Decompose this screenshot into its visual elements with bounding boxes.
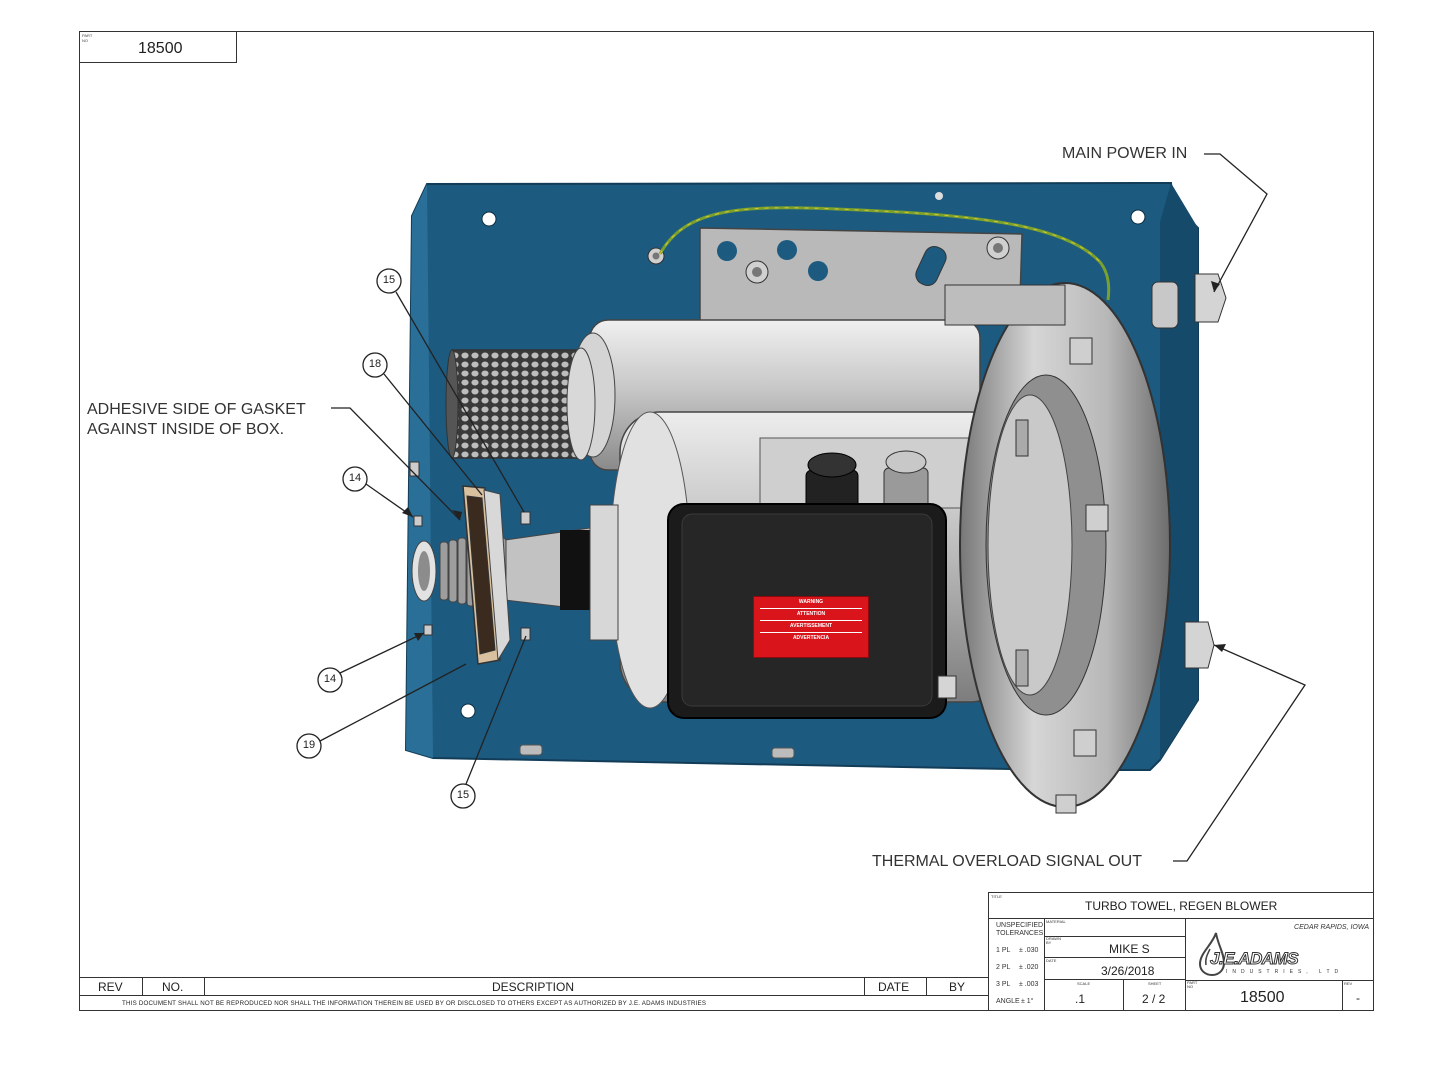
- scale-caption: SCALE: [1077, 981, 1091, 986]
- outlet-fitting: [411, 504, 619, 641]
- rev-col-by: BY: [926, 977, 989, 996]
- tol-angle-label: ANGLE: [996, 998, 1020, 1005]
- company-name: J.E.ADAMS: [1209, 949, 1299, 969]
- warning-line-2: ATTENTION: [796, 611, 826, 617]
- rev-col-date: DATE: [864, 977, 927, 996]
- balloon-15-bottom: 15: [456, 789, 470, 801]
- balloon-19: 19: [302, 739, 316, 751]
- tol-angle-value: ± 1°: [1021, 998, 1034, 1005]
- tol-2pl-value: ± .020: [1019, 964, 1039, 971]
- tol-2pl-label: 2 PL: [996, 964, 1011, 971]
- date-value: 3/26/2018: [1101, 964, 1155, 978]
- rev-col-no: NO.: [142, 977, 205, 996]
- drawn-by-value: MIKE S: [1109, 942, 1150, 956]
- balloon-15-top: 15: [382, 274, 396, 286]
- top-part-number-caption: PART NO: [82, 33, 93, 43]
- tol-3pl-label: 3 PL: [996, 981, 1011, 988]
- balloon-circles: [296, 268, 476, 809]
- balloon-18: 18: [368, 358, 382, 370]
- sheet-cell: SHEET 2 / 2: [1123, 979, 1186, 1011]
- material-cell: MATERIAL: [1044, 918, 1186, 937]
- date-caption: DATE: [1046, 958, 1057, 963]
- rev-header-by: BY: [949, 980, 966, 994]
- company-logo-cell: CEDAR RAPIDS, IOWA J.E.ADAMS INDUSTRIES,…: [1185, 918, 1374, 981]
- leader-lines: [319, 153, 1306, 862]
- revision-block: REV NO. DESCRIPTION DATE BY THIS DOCUMEN…: [79, 977, 989, 1011]
- balloon-14-lower: 14: [323, 673, 337, 685]
- company-subname: INDUSTRIES, LTD: [1226, 969, 1344, 975]
- side-connectors: [1151, 273, 1227, 669]
- balloon-14-upper: 14: [348, 472, 362, 484]
- gasket: [462, 485, 511, 665]
- tol-1pl-value: ± .030: [1019, 947, 1039, 954]
- rev-value: -: [1356, 991, 1360, 1005]
- tol-3pl-value: ± .003: [1019, 981, 1039, 988]
- top-part-number: 18500: [138, 40, 183, 57]
- drawn-by-caption: DRAWN BY: [1046, 936, 1061, 945]
- warning-line-1: WARNING: [798, 599, 824, 605]
- legal-notice-row: THIS DOCUMENT SHALL NOT BE REPRODUCED NO…: [79, 995, 989, 1011]
- company-location: CEDAR RAPIDS, IOWA: [1294, 924, 1369, 931]
- scale-cell: SCALE .1: [1044, 979, 1124, 1011]
- drawing-title: TURBO TOWEL, REGEN BLOWER: [1085, 899, 1278, 913]
- part-number-value: 18500: [1240, 989, 1285, 1006]
- top-part-number-box: PART NO 18500: [79, 31, 237, 63]
- intake-filter: [445, 347, 596, 461]
- water-drop-logo-icon: [1198, 932, 1226, 977]
- date-cell: DATE 3/26/2018: [1044, 957, 1186, 980]
- warning-label: WARNING ATTENTION AVERTISSEMENT ADVERTEN…: [753, 596, 869, 658]
- title-caption: TITLE: [991, 894, 1002, 899]
- callout-adhesive-line1: ADHESIVE SIDE OF GASKET: [87, 401, 306, 418]
- tol-1pl-label: 1 PL: [996, 947, 1011, 954]
- warning-line-4: ADVERTENCIA: [792, 635, 830, 641]
- rev-header-date: DATE: [878, 980, 910, 994]
- tolerances-block: UNSPECIFIED TOLERANCES 1 PL ± .030 2 PL …: [988, 918, 1045, 1011]
- sheet-value: 2 / 2: [1142, 992, 1166, 1006]
- rev-header-rev: REV: [98, 980, 123, 994]
- title-block: TITLE TURBO TOWEL, REGEN BLOWER UNSPECIF…: [988, 892, 1374, 1011]
- material-caption: MATERIAL: [1046, 919, 1066, 924]
- part-number-caption: PART NO: [1187, 980, 1198, 989]
- callout-main-power-in: MAIN POWER IN: [1062, 145, 1188, 162]
- rev-col-description: DESCRIPTION: [204, 977, 865, 996]
- bracket-nuts: [647, 236, 1010, 284]
- blower-housing: [937, 282, 1171, 814]
- part-number-cell: PART NO 18500: [1185, 980, 1343, 1011]
- rev-col-rev: REV: [79, 977, 143, 996]
- callout-thermal-overload: THERMAL OVERLOAD SIGNAL OUT: [872, 853, 1142, 870]
- drawn-by-cell: DRAWN BY MIKE S: [1044, 936, 1186, 958]
- arrow-heads: [402, 281, 1226, 652]
- rev-cell: REV -: [1342, 980, 1374, 1011]
- cable-glands: [805, 450, 929, 513]
- title-row: TITLE TURBO TOWEL, REGEN BLOWER: [988, 892, 1374, 919]
- sheet-caption: SHEET: [1148, 981, 1162, 986]
- tolerances-header: UNSPECIFIED TOLERANCES: [996, 922, 1044, 937]
- legal-notice: THIS DOCUMENT SHALL NOT BE REPRODUCED NO…: [122, 1000, 707, 1007]
- warning-line-3: AVERTISSEMENT: [789, 623, 833, 629]
- rev-header-no: NO.: [162, 980, 184, 994]
- rev-header-description: DESCRIPTION: [492, 980, 575, 994]
- rev-caption: REV: [1344, 981, 1353, 986]
- callout-adhesive-line2: AGAINST INSIDE OF BOX.: [87, 421, 285, 438]
- scale-value: .1: [1075, 992, 1086, 1006]
